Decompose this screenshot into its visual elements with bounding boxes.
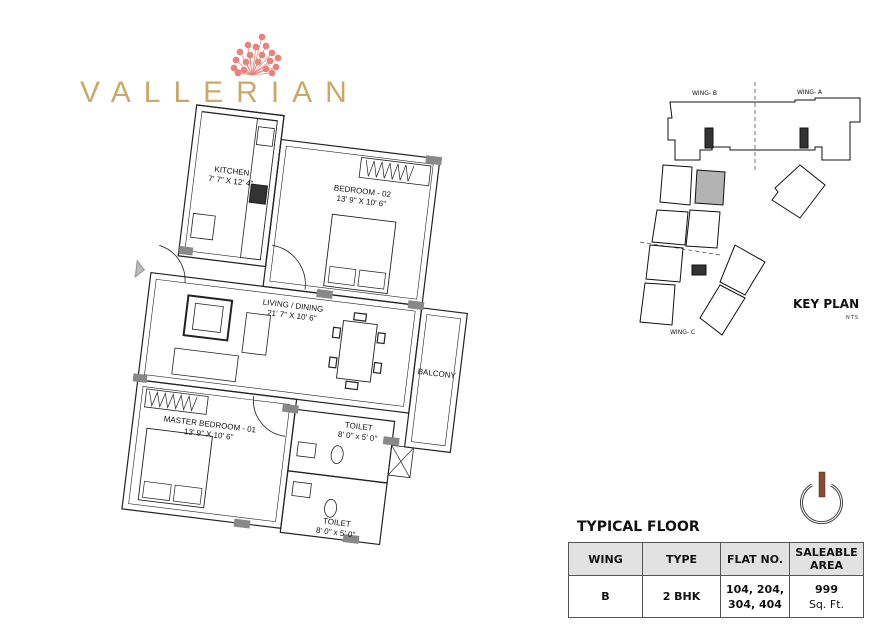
logo-petal [258, 51, 266, 59]
bed-icon [323, 213, 397, 295]
toilet-2-room [279, 470, 388, 546]
header-wing: WING [568, 542, 643, 576]
flat-line: 104, 204, [725, 582, 785, 596]
wc-icon [324, 498, 338, 518]
logo-petal [268, 49, 276, 57]
north-arrow-icon [800, 471, 843, 525]
header-flat-no: FLAT NO. [720, 542, 790, 576]
key-plan-subtitle: NTS [846, 315, 859, 321]
logo-petal [232, 56, 240, 64]
sofa [171, 347, 239, 383]
logo-petal [254, 58, 262, 66]
room-label: TOILET [344, 420, 373, 432]
door-swing [272, 244, 306, 290]
kitchen-counter [240, 118, 278, 261]
washbasin-icon [296, 441, 317, 459]
washbasin-icon [291, 481, 312, 499]
dining-table [335, 319, 378, 383]
flat-line: 304, 404 [728, 597, 782, 611]
logo-petal [246, 51, 254, 59]
duct-shaft [387, 444, 414, 479]
tv-unit [182, 294, 234, 342]
armchair [241, 312, 272, 356]
structural-columns [132, 155, 443, 544]
key-plan: WING- B WING- A WING- C [639, 82, 861, 336]
bedroom-02-room [262, 138, 441, 307]
cell-flat-no: 104, 204,304, 404 [720, 575, 790, 618]
logo-petal [262, 42, 270, 50]
logo-petal [274, 54, 282, 62]
wardrobe [358, 156, 432, 187]
cell-wing: B [568, 575, 643, 618]
header-type: TYPE [642, 542, 721, 576]
area-unit: Sq. Ft. [808, 597, 845, 611]
area-value: 999 [815, 582, 838, 596]
entry-arrow-icon [134, 259, 146, 279]
header-area-line: SALEABLE [795, 546, 858, 559]
logo-petal [258, 33, 266, 41]
wing-label: WING- A [797, 89, 823, 96]
logo-petal [252, 43, 260, 51]
wardrobe [144, 388, 209, 415]
wing-label: WING- B [692, 90, 717, 97]
logo-petal [240, 66, 248, 74]
logo-petal [236, 48, 244, 56]
stove-icon [248, 183, 269, 205]
wc-icon [330, 445, 344, 465]
room-label: BALCONY [417, 367, 457, 381]
header-area-line: AREA [809, 559, 843, 572]
cell-type: 2 BHK [642, 575, 721, 618]
entry-door-swing [159, 245, 186, 283]
room-label: KITCHEN [214, 165, 250, 178]
wing-label: WING- C [670, 329, 695, 336]
brand-logo-icon [230, 33, 282, 77]
room-label: TOILET [322, 516, 351, 528]
logo-petal [272, 63, 280, 71]
floor-plan: KITCHEN 7' 7" X 12' 4" BEDROOM - 02 13' … [121, 104, 469, 546]
balcony-room [403, 307, 469, 454]
logo-petal [230, 64, 238, 72]
logo-petal [234, 69, 242, 77]
key-plan-title: KEY PLAN [793, 297, 860, 311]
logo-petal [244, 41, 252, 49]
logo-petal [268, 69, 276, 77]
logo-petal [242, 58, 250, 66]
brand-name: VALLERIAN [80, 76, 360, 109]
fridge-icon [190, 212, 216, 241]
table-title: TYPICAL FLOOR [577, 519, 700, 535]
door-swing [253, 396, 286, 437]
bed-icon [137, 427, 213, 509]
sink-icon [255, 126, 275, 147]
toilet-1-room [287, 408, 396, 484]
